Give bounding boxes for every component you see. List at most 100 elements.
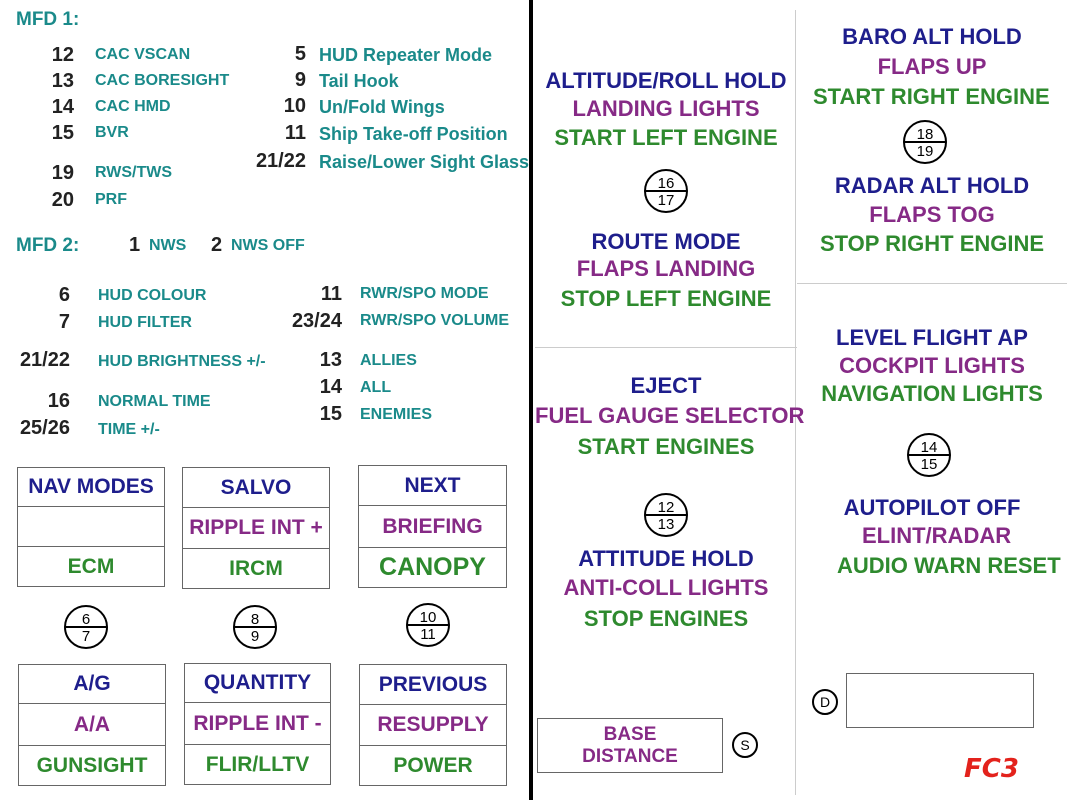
- panel-divider: [529, 0, 533, 800]
- block-green-label: START RIGHT ENGINE: [813, 84, 1050, 109]
- gunsight-button[interactable]: GUNSIGHT: [18, 745, 166, 786]
- mfd1-num: 5: [294, 43, 306, 65]
- dial-top-label: 6: [81, 611, 91, 628]
- rotary-dial-16-17[interactable]: 16 17: [644, 169, 688, 213]
- block-purple-label: FUEL GAUGE SELECTOR: [535, 403, 805, 428]
- ircm-button[interactable]: IRCM: [182, 548, 330, 589]
- block-blue-label: LEVEL FLIGHT AP: [836, 325, 1028, 350]
- aa-button[interactable]: A/A: [18, 703, 166, 746]
- mfd2-label: RWR/SPO MODE: [360, 285, 489, 302]
- power-button[interactable]: POWER: [359, 745, 507, 786]
- mfd2-label: NWS: [149, 237, 187, 254]
- mfd2-num: 2: [211, 234, 223, 256]
- empty-button[interactable]: [17, 506, 165, 547]
- mfd1-num: 11: [284, 122, 306, 144]
- dial-divider: [646, 190, 686, 192]
- block-purple-label: FLAPS TOG: [869, 202, 995, 227]
- block-blue-label: ROUTE MODE: [591, 229, 741, 254]
- mfd2-num: 23/24: [291, 310, 342, 332]
- mfd1-num: 13: [51, 70, 74, 92]
- mfd1-label: HUD Repeater Mode: [319, 45, 493, 65]
- ecm-button[interactable]: ECM: [17, 546, 165, 587]
- mfd2-num: 14: [319, 376, 342, 398]
- rotary-dial-12-13[interactable]: 12 13: [644, 493, 688, 537]
- dial-top-label: 16: [657, 175, 675, 192]
- mfd1-label: CAC VSCAN: [95, 46, 191, 63]
- mfd1-label: Raise/Lower Sight Glass: [319, 152, 530, 172]
- dial-top-label: 14: [920, 439, 938, 456]
- dial-divider: [66, 626, 106, 628]
- mfd1-num: 15: [51, 122, 74, 144]
- ag-button[interactable]: A/G: [18, 664, 166, 704]
- next-button[interactable]: NEXT: [358, 465, 507, 506]
- ripple-int-minus-button[interactable]: RIPPLE INT -: [184, 702, 331, 745]
- mfd1-num: 10: [283, 95, 306, 117]
- resupply-button[interactable]: RESUPPLY: [359, 704, 507, 746]
- right-block-1: BARO ALT HOLD FLAPS UP START RIGHT ENGIN…: [797, 22, 1067, 112]
- divider-line: [797, 283, 1067, 284]
- quantity-button[interactable]: QUANTITY: [184, 663, 331, 703]
- rotary-dial-8-9[interactable]: 8 9: [233, 605, 277, 649]
- nav-modes-button[interactable]: NAV MODES: [17, 467, 165, 507]
- dial-divider: [408, 624, 448, 626]
- mfd2-label: HUD COLOUR: [98, 287, 207, 304]
- dial-bottom-label: 17: [657, 192, 675, 209]
- dial-top-label: 8: [250, 611, 260, 628]
- mfd1-label: Un/Fold Wings: [319, 97, 445, 117]
- mfd2-label: NORMAL TIME: [98, 393, 211, 410]
- dial-bottom-label: 15: [920, 456, 938, 473]
- rotary-dial-10-11[interactable]: 10 11: [406, 603, 450, 647]
- block-blue-label: ATTITUDE HOLD: [578, 546, 754, 571]
- block-purple-label: FLAPS UP: [877, 54, 987, 79]
- dial-top-label: 18: [916, 126, 934, 143]
- mfd2-label: HUD FILTER: [98, 314, 192, 331]
- divider-line: [535, 347, 797, 348]
- mfd1-label: BVR: [95, 124, 129, 141]
- block-blue-label: BARO ALT HOLD: [842, 24, 1022, 49]
- right-block-3: LEVEL FLIGHT AP COCKPIT LIGHTS NAVIGATIO…: [797, 324, 1067, 408]
- ripple-int-plus-button[interactable]: RIPPLE INT +: [182, 507, 330, 549]
- mfd1-num: 21/22: [255, 150, 306, 172]
- mfd1-label: Tail Hook: [319, 71, 399, 91]
- mfd2-title: MFD 2:: [16, 235, 80, 256]
- mfd1-label: CAC BORESIGHT: [95, 72, 230, 89]
- mfd2-label: NWS OFF: [231, 237, 305, 254]
- fc3-logo: FC3: [964, 754, 1019, 784]
- right-block-4: AUTOPILOT OFF ELINT/RADAR AUDIO WARN RES…: [797, 494, 1067, 582]
- middle-block-1: ALTITUDE/ROLL HOLD LANDING LIGHTS START …: [535, 67, 797, 153]
- base-distance-box[interactable]: BASE DISTANCE: [537, 718, 723, 773]
- d-display-box[interactable]: [846, 673, 1034, 728]
- mfd2-label: TIME +/-: [98, 421, 160, 438]
- mfd2-num: 15: [319, 403, 342, 425]
- dial-bottom-label: 7: [81, 628, 91, 645]
- mfd2-num: 25/26: [19, 417, 70, 439]
- mfd2-label: HUD BRIGHTNESS +/-: [98, 353, 266, 370]
- mfd2-num: 16: [47, 390, 70, 412]
- d-indicator: D: [812, 689, 838, 715]
- block-green-label: AUDIO WARN RESET: [837, 553, 1061, 578]
- dial-divider: [909, 454, 949, 456]
- mfd2-num: 13: [319, 349, 342, 371]
- mfd2-label: ALL: [360, 379, 392, 396]
- flir-lltv-button[interactable]: FLIR/LLTV: [184, 744, 331, 785]
- block-green-label: START LEFT ENGINE: [554, 125, 778, 150]
- mfd1-label: PRF: [95, 191, 127, 208]
- dial-top-label: 12: [657, 499, 675, 516]
- briefing-button[interactable]: BRIEFING: [358, 505, 507, 548]
- block-purple-label: ELINT/RADAR: [862, 523, 1012, 548]
- previous-button[interactable]: PREVIOUS: [359, 664, 507, 705]
- mfd2-num: 21/22: [19, 349, 70, 371]
- middle-block-2: ROUTE MODE FLAPS LANDING STOP LEFT ENGIN…: [535, 228, 797, 314]
- mfd2-num: 7: [58, 311, 70, 333]
- rotary-dial-14-15[interactable]: 14 15: [907, 433, 951, 477]
- rotary-dial-6-7[interactable]: 6 7: [64, 605, 108, 649]
- salvo-button[interactable]: SALVO: [182, 467, 330, 508]
- mfd1-num: 9: [294, 69, 306, 91]
- block-green-label: STOP RIGHT ENGINE: [819, 231, 1045, 256]
- dial-top-label: 10: [419, 609, 437, 626]
- rotary-dial-18-19[interactable]: 18 19: [903, 120, 947, 164]
- block-blue-label: ALTITUDE/ROLL HOLD: [545, 68, 787, 93]
- canopy-button[interactable]: CANOPY: [358, 547, 507, 588]
- mfd2-num: 11: [320, 283, 342, 305]
- mfd2-label: RWR/SPO VOLUME: [360, 312, 510, 329]
